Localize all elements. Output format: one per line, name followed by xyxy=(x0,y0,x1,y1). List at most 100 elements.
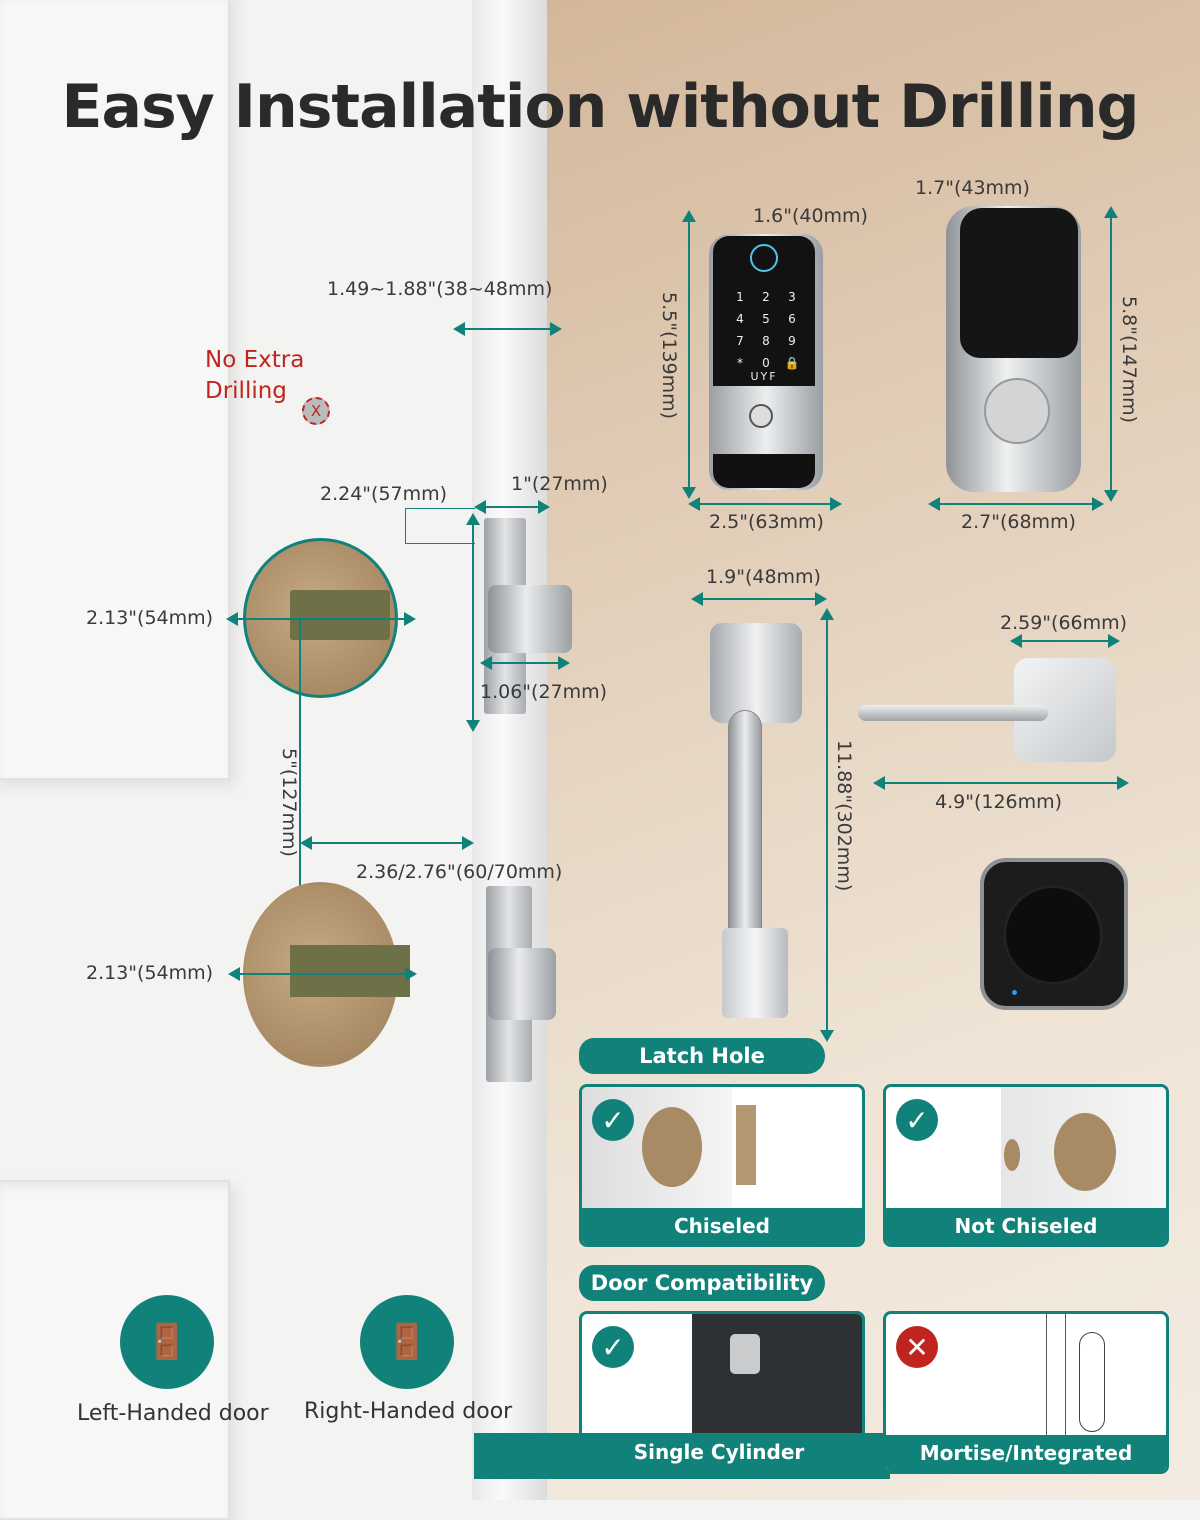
handle-image xyxy=(730,1334,760,1374)
no-drilling-note: No Extra Drilling xyxy=(205,345,304,407)
left-handed-door-icon: 🚪 xyxy=(120,1295,214,1389)
dim-interior-width: 2.7"(68mm) xyxy=(961,511,1076,533)
keypad-key: 6 xyxy=(788,312,796,326)
arrow-faceplate-height xyxy=(466,513,480,732)
latch-bolt xyxy=(488,585,572,653)
compat-option-mortise: ✕ Mortise/Integrated xyxy=(883,1311,1169,1474)
led-indicator-icon xyxy=(1012,990,1017,995)
mortise-handle-drawing xyxy=(1079,1332,1105,1432)
option-label: Mortise/Integrated xyxy=(886,1435,1166,1471)
button-knob xyxy=(1006,888,1100,982)
deadbolt-bolt xyxy=(488,948,556,1020)
keypad-key: 5 xyxy=(762,312,770,326)
dim-keypad-depth: 1.6"(40mm) xyxy=(753,205,868,227)
fingerprint-sensor-icon xyxy=(750,244,778,272)
arrow-handle-width xyxy=(691,592,827,606)
dim-upper-hole: 2.13"(54mm) xyxy=(86,607,214,629)
keypad-key: 0 xyxy=(762,356,770,370)
leader-line xyxy=(405,508,475,544)
right-handed-label: Right-Handed door xyxy=(304,1399,513,1424)
no-drilling-line2: Drilling xyxy=(205,378,287,404)
dark-door-image xyxy=(692,1314,862,1444)
no-drilling-line1: No Extra xyxy=(205,347,305,373)
lever-arm xyxy=(858,705,1048,721)
dim-handle-width: 1.9"(48mm) xyxy=(706,566,821,588)
smart-button-device xyxy=(980,858,1128,1010)
left-handed-label: Left-Handed door xyxy=(77,1401,269,1426)
dim-faceplate-width: 1"(27mm) xyxy=(511,473,608,495)
dim-backset: 2.36/2.76"(60/70mm) xyxy=(356,861,563,883)
dim-handle-height: 11.88"(302mm) xyxy=(833,740,855,892)
keypad-bottom xyxy=(713,454,815,488)
dim-interior-depth: 1.7"(43mm) xyxy=(915,177,1030,199)
arrow-interior-height xyxy=(1104,206,1118,502)
interior-deadbolt xyxy=(946,206,1081,492)
single-cylinder-label-band xyxy=(474,1433,890,1479)
handle-top-plate xyxy=(710,623,802,723)
keypad-key: * xyxy=(737,356,743,370)
dim-faceplate-height: 2.24"(57mm) xyxy=(320,483,448,505)
keypad-key: 9 xyxy=(788,334,796,348)
dim-keypad-height: 5.5"(139mm) xyxy=(658,292,680,420)
keypad-key: 🔒 xyxy=(784,356,800,370)
arrow-faceplate-width xyxy=(474,500,550,514)
arrow-upper-hole xyxy=(226,612,416,626)
latch-hole-image xyxy=(1004,1139,1020,1171)
bore-hole-image xyxy=(642,1107,702,1187)
door-edge xyxy=(472,0,547,1500)
check-icon: ✓ xyxy=(592,1326,634,1368)
no-drill-x-icon: X xyxy=(302,397,330,425)
arrow-door-thickness xyxy=(453,322,562,336)
latch-option-not-chiseled: ✓ Not Chiseled xyxy=(883,1084,1169,1247)
deadbolt-latch xyxy=(290,945,410,997)
arrow-keypad-width xyxy=(688,497,842,511)
check-icon: ✓ xyxy=(896,1099,938,1141)
latch-hole-heading: Latch Hole xyxy=(579,1038,825,1074)
battery-cover xyxy=(960,208,1078,358)
thumb-turn xyxy=(984,378,1050,444)
bore-hole-image xyxy=(1054,1113,1116,1191)
latch-mechanism xyxy=(290,590,390,640)
arrow-lever-length xyxy=(873,776,1129,790)
page-title: Easy Installation without Drilling xyxy=(61,72,1139,142)
keypad-key: 2 xyxy=(762,290,770,304)
option-label: Chiseled xyxy=(582,1208,862,1244)
arrow-interior-width xyxy=(928,497,1104,511)
dim-bolt-width: 1.06"(27mm) xyxy=(480,681,608,703)
arrow-lever-rose xyxy=(1010,634,1120,648)
door-panel-upper xyxy=(0,0,230,780)
dim-lever-rose: 2.59"(66mm) xyxy=(1000,612,1128,634)
latch-option-chiseled: ✓ Chiseled xyxy=(579,1084,865,1247)
right-handed-door-icon: 🚪 xyxy=(360,1295,454,1389)
option-label: Not Chiseled xyxy=(886,1208,1166,1244)
single-cylinder-label: Single Cylinder xyxy=(633,1440,805,1464)
arrow-backset xyxy=(300,836,474,850)
dim-hole-spacing: 5"(127mm) xyxy=(278,748,300,857)
handle-grip xyxy=(728,710,762,950)
keypad-key: 4 xyxy=(736,312,744,326)
chiseled-recess xyxy=(736,1105,756,1185)
hole-spacing-line xyxy=(299,620,301,960)
keypad-key: 1 xyxy=(736,290,744,304)
dim-door-thickness: 1.49~1.88"(38~48mm) xyxy=(327,278,553,300)
brand-logo: UYF xyxy=(750,370,778,383)
arrow-handle-height xyxy=(820,608,834,1042)
cross-icon: ✕ xyxy=(896,1326,938,1368)
keyhole-icon xyxy=(749,404,773,428)
dim-lower-hole: 2.13"(54mm) xyxy=(86,962,214,984)
dim-lever-length: 4.9"(126mm) xyxy=(935,791,1063,813)
handle-bottom-plate xyxy=(722,928,788,1018)
mortise-drawing xyxy=(1046,1314,1066,1444)
keypad-key: 7 xyxy=(736,334,744,348)
keypad-key: 3 xyxy=(788,290,796,304)
dim-keypad-width: 2.5"(63mm) xyxy=(709,511,824,533)
arrow-bolt-width xyxy=(480,656,570,670)
arrow-keypad-height xyxy=(682,210,696,499)
check-icon: ✓ xyxy=(592,1099,634,1141)
dim-interior-height: 5.8"(147mm) xyxy=(1118,296,1140,424)
arrow-lower-hole xyxy=(228,967,417,981)
door-compat-heading: Door Compatibility xyxy=(579,1265,825,1301)
